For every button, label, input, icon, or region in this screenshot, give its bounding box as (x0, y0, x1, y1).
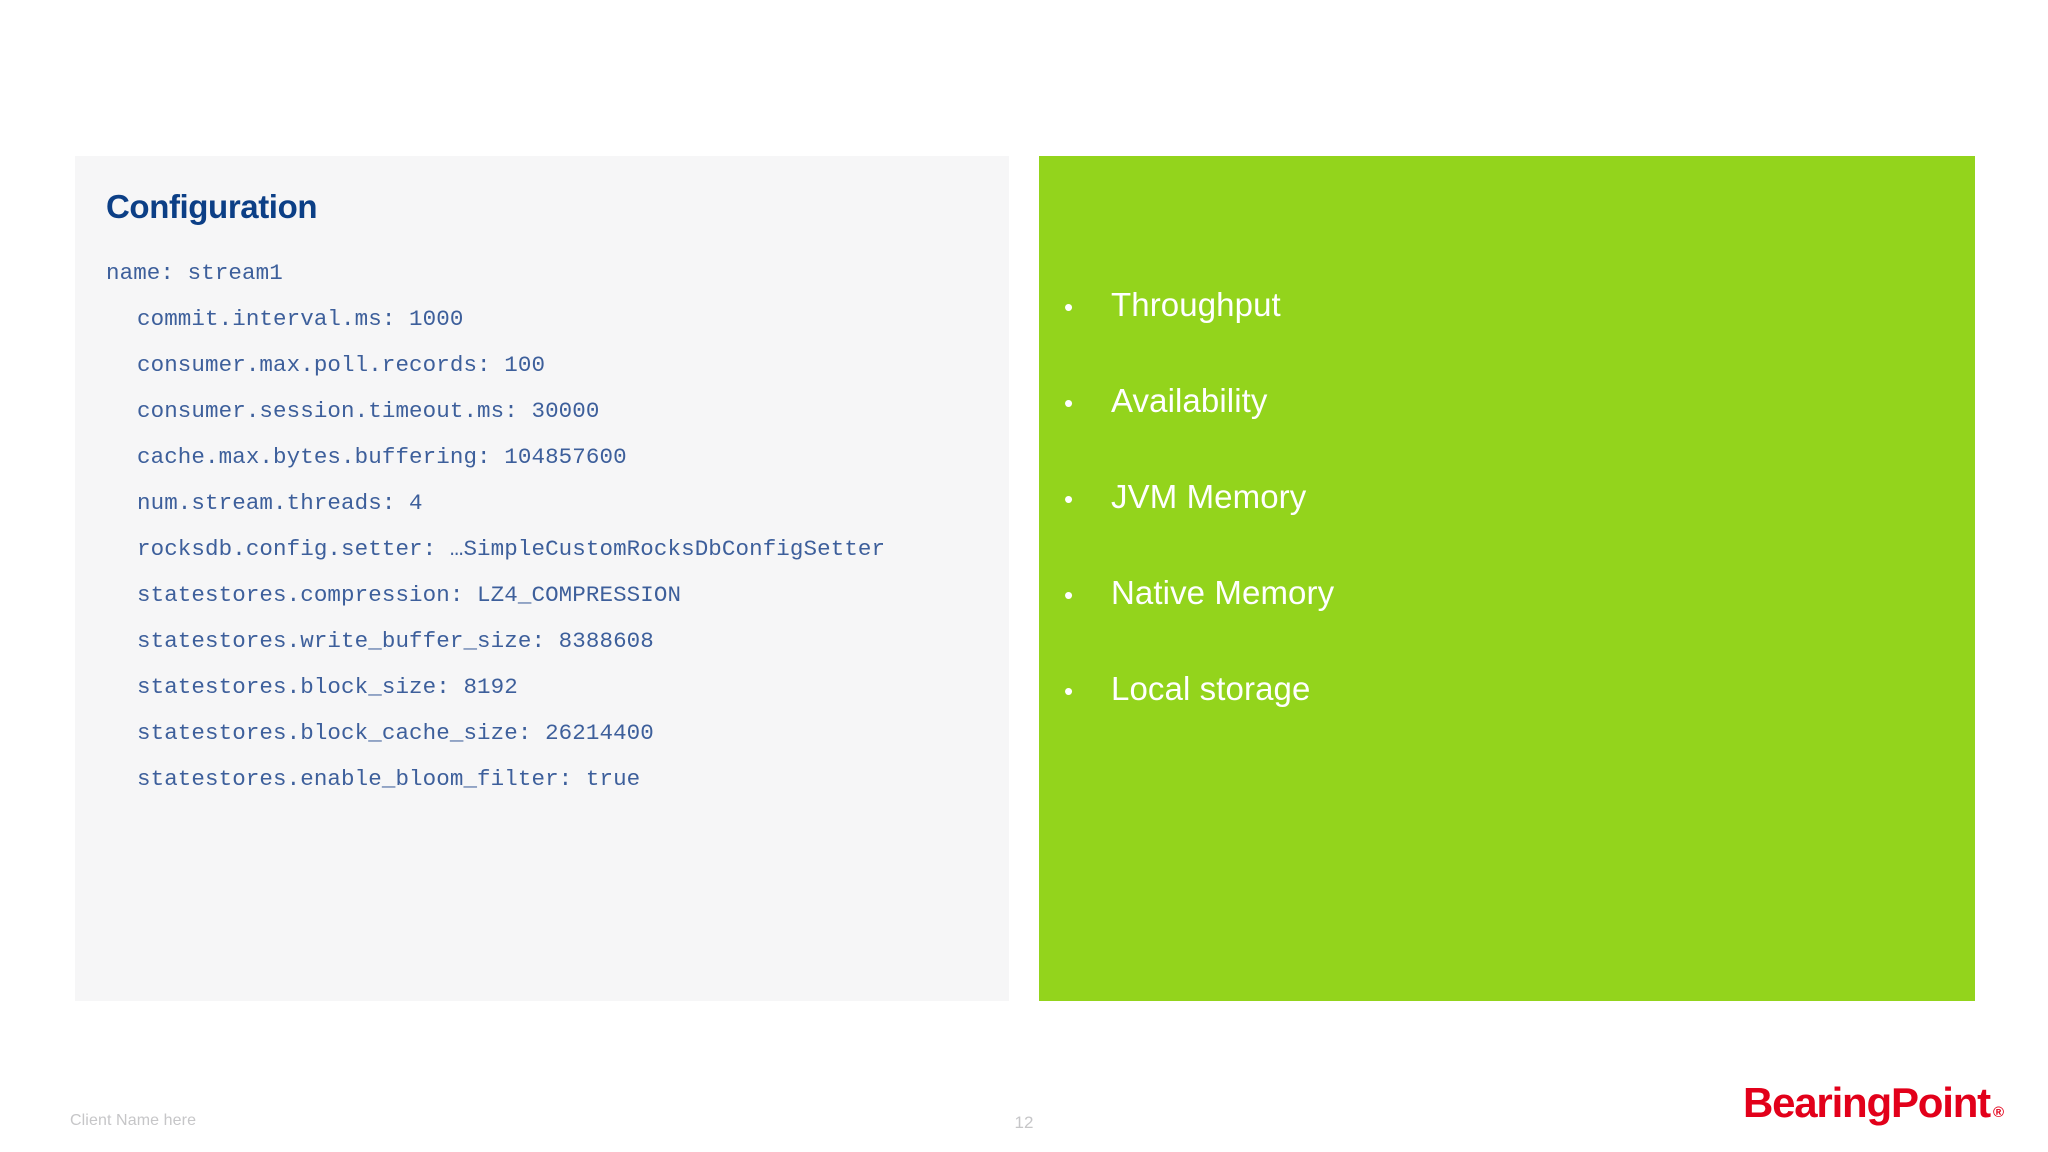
topics-list: • Throughput • Availability • JVM Memory • Nati… (1055, 286, 1955, 766)
bearingpoint-logo: BearingPoint® (1743, 1079, 2004, 1127)
topic-label: JVM Memory (1111, 478, 1307, 515)
bullet-icon: • (1064, 676, 1074, 706)
config-code-line: statestores.block_cache_size: 26214400 (137, 720, 654, 746)
config-code-line: statestores.enable_bloom_filter: true (137, 766, 641, 792)
bullet-icon: • (1064, 580, 1074, 610)
topic-list-item: • JVM Memory (1055, 478, 1955, 574)
page-title: Configuration (106, 188, 318, 225)
registered-trademark-icon: ® (1992, 1104, 2004, 1121)
config-code-line: consumer.max.poll.records: 100 (137, 352, 546, 378)
topic-list-item: • Native Memory (1055, 574, 1955, 670)
footer-page-number: 12 (1014, 1113, 1034, 1132)
configuration-panel: Configuration name: stream1 commit.interv… (75, 156, 1009, 1001)
config-code-line: rocksdb.config.setter: …SimpleCustomRock… (137, 536, 886, 562)
config-code-line: cache.max.bytes.buffering: 104857600 (137, 444, 627, 470)
configuration-code-block: name: stream1 commit.interval.ms: 1000 con… (106, 250, 999, 802)
footer-client-name: Client Name here (70, 1112, 197, 1129)
bullet-icon: • (1064, 388, 1074, 418)
config-code-line: statestores.compression: LZ4_COMPRESSION (137, 582, 682, 608)
config-code-line: num.stream.threads: 4 (137, 490, 423, 516)
brand-name-text: BearingPoint (1742, 1079, 1991, 1126)
topics-panel: • Throughput • Availability • JVM Memory • Nati… (1039, 156, 1975, 1001)
topic-list-item: • Local storage (1055, 670, 1955, 766)
config-code-line: statestores.write_buffer_size: 8388608 (137, 628, 654, 654)
config-code-line: commit.interval.ms: 1000 (137, 306, 464, 332)
topic-label: Native Memory (1111, 574, 1335, 611)
topic-list-item: • Throughput (1055, 286, 1955, 382)
topic-list-item: • Availability (1055, 382, 1955, 478)
config-code-line: name: stream1 (106, 260, 283, 286)
bullet-icon: • (1064, 484, 1074, 514)
topic-label: Availability (1111, 382, 1268, 419)
topic-label: Local storage (1111, 670, 1311, 707)
bullet-icon: • (1064, 292, 1074, 322)
config-code-line: consumer.session.timeout.ms: 30000 (137, 398, 600, 424)
config-code-line: statestores.block_size: 8192 (137, 674, 518, 700)
topic-label: Throughput (1111, 286, 1281, 323)
